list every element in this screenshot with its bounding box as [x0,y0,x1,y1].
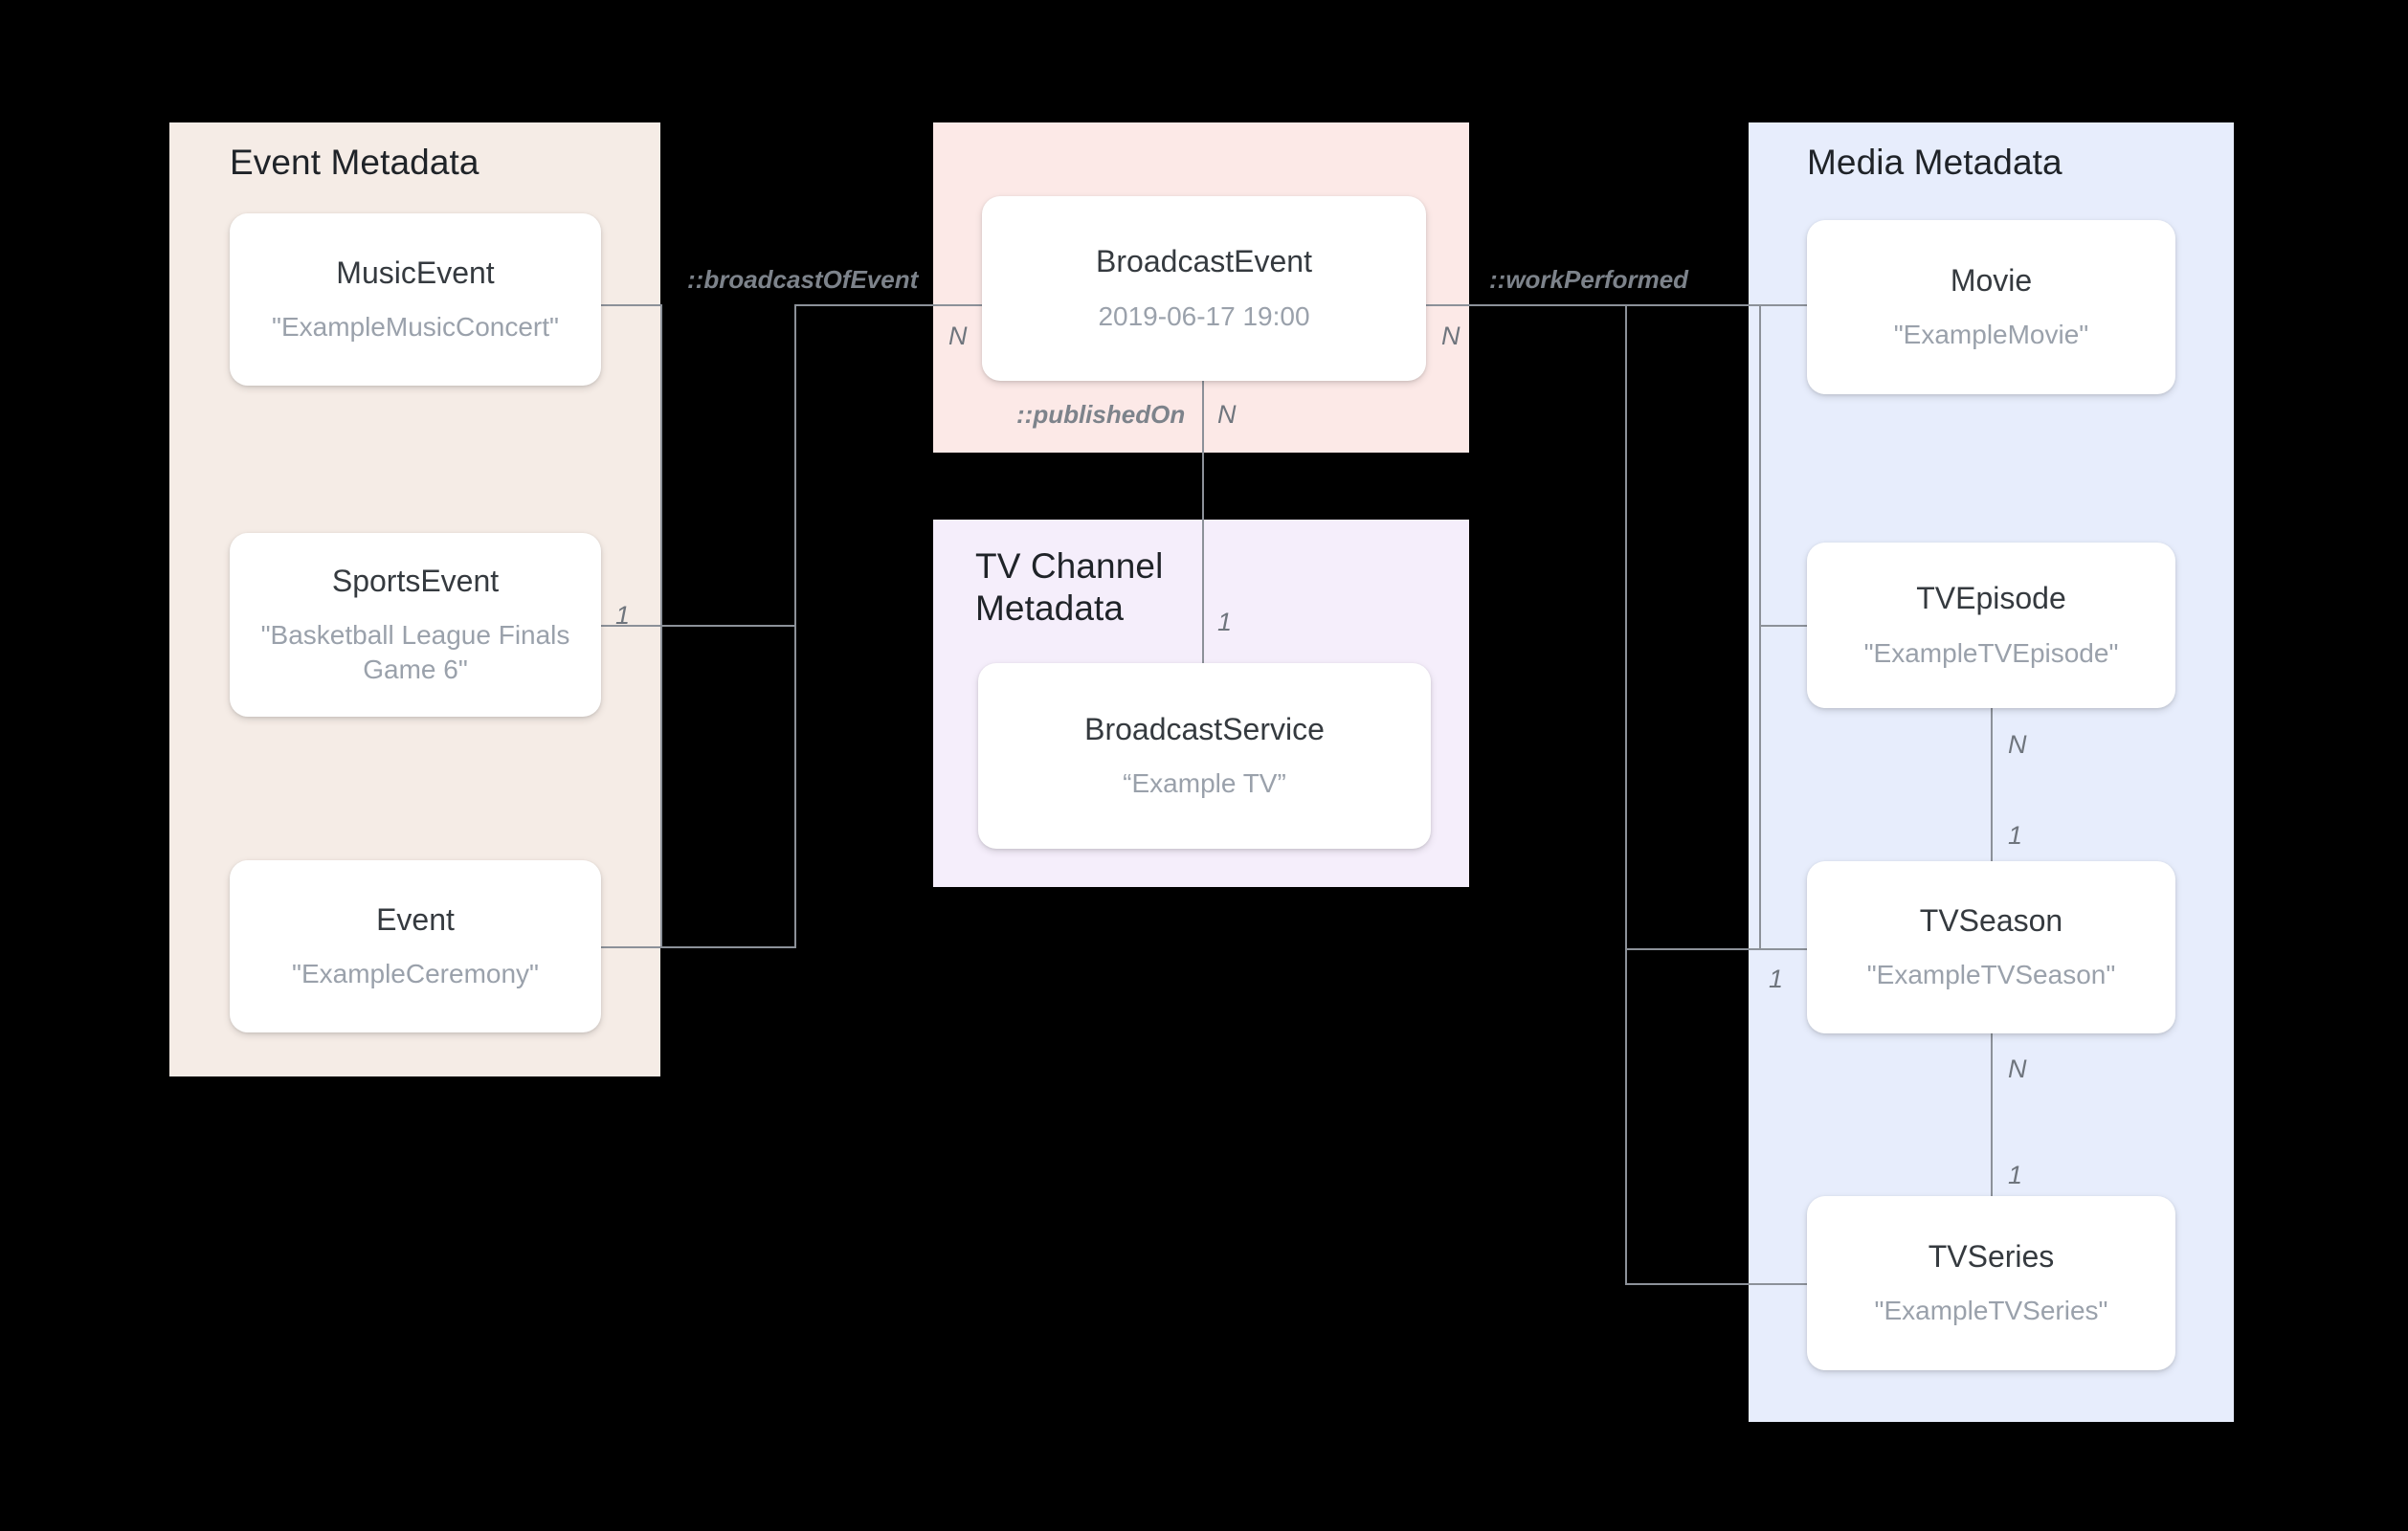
entity-card-broadcastservice[interactable]: BroadcastService “Example TV” [978,663,1431,849]
relationship-label-workperformed: ::workPerformed [1489,265,1689,294]
connector-tvepisode-tvseason [1991,708,1993,863]
connector-musicevent-stub [601,304,662,306]
cardinality-sportsevent: 1 [615,601,631,630]
connector-media-riser [1625,304,1627,1284]
connector-tvseason-tvseries [1991,1033,1993,1198]
panel-title-media-metadata: Media Metadata [1807,143,2062,182]
entity-card-tvepisode[interactable]: TVEpisode "ExampleTVEpisode" [1807,543,2175,708]
entity-type: BroadcastEvent [1096,244,1312,279]
entity-card-sportsevent[interactable]: SportsEvent "Basketball League Finals Ga… [230,533,601,717]
entity-type: MusicEvent [336,255,495,290]
cardinality-tvseason-left: 1 [1769,965,1784,993]
connector-event-stub [601,946,662,948]
entity-card-broadcastevent[interactable]: BroadcastEvent 2019-06-17 19:00 [982,196,1426,381]
entity-value: "ExampleTVEpisode" [1863,637,2119,668]
entity-value: "ExampleTVSeason" [1866,960,2116,990]
relationship-label-broadcastofevent: ::broadcastOfEvent [687,265,919,294]
entity-type: SportsEvent [331,563,500,598]
entity-value: "ExampleMovie" [1893,320,2089,350]
entity-type: Movie [1950,262,2033,298]
entity-value: "ExampleMusicConcert" [272,312,559,343]
entity-type: TVEpisode [1916,581,2066,616]
connector-movie-stub [1625,304,1809,306]
entity-value: “Example TV” [1123,768,1286,799]
entity-card-tvseries[interactable]: TVSeries "ExampleTVSeries" [1807,1196,2175,1370]
panel-title-tv-channel-metadata: TV Channel Metadata [975,546,1164,628]
cardinality-broadcastservice: 1 [1217,608,1233,636]
entity-card-tvseason[interactable]: TVSeason "ExampleTVSeason" [1807,861,2175,1033]
cardinality-tvseason-top: 1 [2008,821,2023,850]
entity-card-musicevent[interactable]: MusicEvent "ExampleMusicConcert" [230,213,601,386]
entity-value: "Basketball League Finals Game 6" [260,620,570,685]
connector-workperformed [1422,304,1625,306]
connector-sportsevent-stub [601,625,662,627]
entity-value: "ExampleCeremony" [292,959,539,989]
entity-card-event[interactable]: Event "ExampleCeremony" [230,860,601,1032]
entity-type: TVSeries [1928,1238,2055,1274]
panel-title-event-metadata: Event Metadata [230,143,479,182]
cardinality-broadcast-bottom: N [1217,400,1237,429]
cardinality-broadcast-right: N [1441,322,1460,350]
connector-tvseason-stub [1625,948,1811,950]
cardinality-broadcast-left: N [948,322,968,350]
entity-value: "ExampleTVSeries" [1874,1296,2108,1326]
entity-type: BroadcastService [1084,711,1325,746]
relationship-label-publishedon: ::publishedOn [1016,400,1186,429]
connector-event-bottom-join [660,946,796,948]
connector-broadcastofevent [794,304,986,306]
cardinality-tvseries: 1 [2008,1161,2023,1189]
entity-card-movie[interactable]: Movie "ExampleMovie" [1807,220,2175,394]
entity-type: TVSeason [1919,902,2063,938]
entity-value: 2019-06-17 19:00 [1098,300,1310,331]
connector-sportsevent-join [660,625,796,627]
cardinality-tvseason-bottom: N [2008,1054,2027,1083]
connector-tvepisode-stub [1759,625,1811,627]
connector-publishedon [1202,381,1204,665]
entity-type: Event [376,901,455,937]
cardinality-tvepisode: N [2008,730,2027,759]
connector-tvseries-stub [1625,1283,1811,1285]
